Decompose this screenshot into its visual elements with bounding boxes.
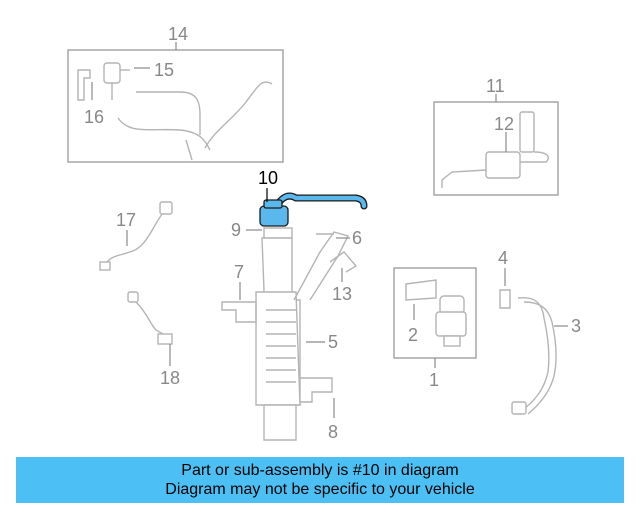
callout-2: 2 [408, 325, 418, 345]
part-8-bracket [263, 377, 333, 441]
part-2-gasket [405, 279, 437, 301]
callout-8: 8 [328, 422, 338, 442]
part-4-clip [499, 289, 511, 309]
part-15-valve [103, 62, 130, 100]
part-1-egr-valve [435, 295, 467, 347]
callout-12: 12 [494, 114, 514, 134]
callout-4: 4 [498, 248, 508, 268]
inset-box-11 [433, 94, 559, 196]
part-13-hose [329, 251, 358, 273]
banner-line-1: Part or sub-assembly is #10 in diagram [181, 462, 459, 479]
callout-9: 9 [231, 220, 241, 240]
callout-14: 14 [168, 24, 188, 44]
callout-5: 5 [328, 332, 338, 352]
callout-18: 18 [160, 368, 180, 388]
banner-line-2: Diagram may not be specific to your vehi… [165, 481, 475, 498]
part-3-tube [511, 296, 557, 415]
part-16-sensor [77, 69, 91, 101]
inset-box-14 [67, 42, 284, 163]
part-5-canister [255, 237, 301, 406]
part-18-sensor [127, 291, 173, 345]
part-9-cap [263, 227, 293, 239]
part-17-sensor [99, 201, 173, 271]
callout-15: 15 [154, 60, 174, 80]
callout-11: 11 [486, 76, 505, 96]
callout-6: 6 [352, 228, 362, 248]
callout-3: 3 [571, 316, 581, 336]
callout-16: 16 [84, 107, 104, 127]
callout-17: 17 [116, 210, 136, 230]
callout-7: 7 [234, 262, 244, 282]
callout-13: 13 [332, 284, 352, 304]
info-banner: Part or sub-assembly is #10 in diagram D… [16, 457, 624, 503]
part-12-valve [441, 111, 550, 188]
callout-10: 10 [258, 168, 278, 188]
callout-1: 1 [429, 370, 439, 390]
inset-box-1 [393, 267, 477, 368]
parts-diagram: 14 15 16 11 12 17 18 9 [67, 24, 581, 442]
part-6-bracket [293, 231, 350, 301]
part-10-hose-assembly [259, 192, 368, 227]
part-7-bracket [221, 301, 257, 323]
